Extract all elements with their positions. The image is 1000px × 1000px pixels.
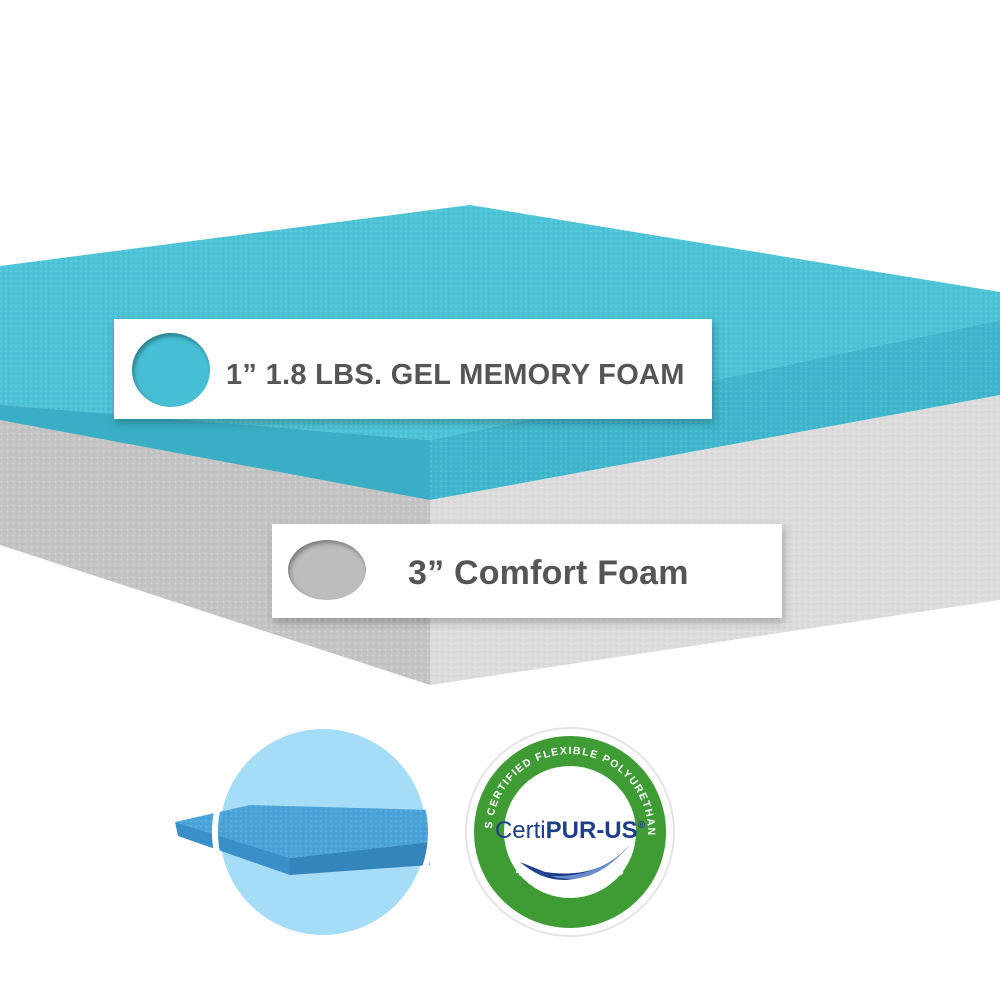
comfort-layer-label: 3” Comfort Foam: [272, 524, 782, 618]
comfort-color-swatch: [288, 540, 366, 600]
certipur-wordmark: CertiPUR-US®: [495, 817, 646, 844]
certipur-badge: [465, 727, 675, 937]
gel-layer-text: 1” 1.8 LBS. GEL MEMORY FOAM: [226, 359, 685, 391]
gel-layer-label: 1” 1.8 LBS. GEL MEMORY FOAM: [114, 319, 712, 419]
comfort-layer-text: 3” Comfort Foam: [408, 554, 689, 592]
gel-color-swatch: [132, 333, 210, 407]
ring-bottom-text: WWW.CERTIPUR.US: [512, 865, 626, 897]
gel-foam-sample: [175, 805, 430, 875]
gel-foam-left-face: [0, 405, 430, 500]
svg-text:WWW.CERTIPUR.US: WWW.CERTIPUR.US: [512, 865, 627, 897]
